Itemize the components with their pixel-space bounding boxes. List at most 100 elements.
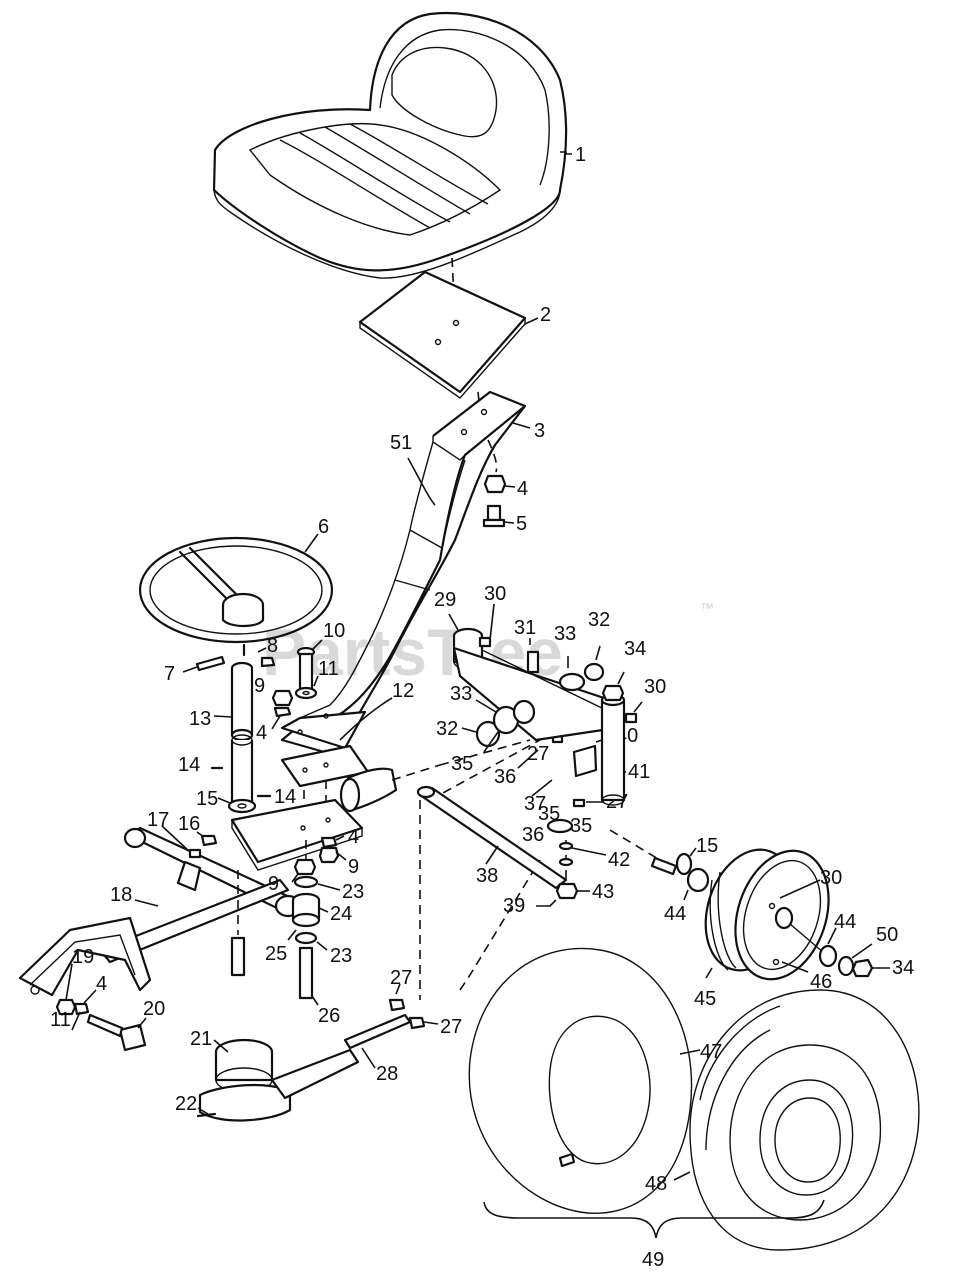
- callout-10: 10: [323, 620, 345, 642]
- part-nut-9-b[interactable]: [293, 858, 317, 876]
- part-washer-15[interactable]: [227, 798, 257, 814]
- part-seat-support[interactable]: [280, 390, 527, 757]
- part-nut-43[interactable]: [555, 882, 579, 900]
- part-ball-joint-a[interactable]: [388, 998, 406, 1012]
- part-washer-42[interactable]: [558, 841, 574, 867]
- callout-31: 31: [514, 617, 536, 639]
- callout-4-c: 4: [96, 973, 107, 995]
- part-bearing-44-b[interactable]: [818, 944, 838, 968]
- callout-46: 46: [810, 971, 832, 993]
- callout-32-b: 32: [436, 718, 458, 740]
- part-roll-pin[interactable]: [195, 655, 226, 672]
- callout-19: 19: [72, 946, 94, 968]
- callout-4-d: 4: [348, 826, 359, 848]
- part-nut-upper[interactable]: [483, 474, 507, 494]
- callout-2: 2: [540, 304, 551, 326]
- callout-48: 48: [645, 1173, 667, 1195]
- callout-44-b: 44: [834, 911, 856, 933]
- callout-23-a: 23: [342, 881, 364, 903]
- part-washer-32-a[interactable]: [583, 662, 605, 682]
- callout-30-c: 30: [820, 867, 842, 889]
- part-washer-50[interactable]: [837, 955, 855, 977]
- callout-29: 29: [434, 589, 456, 611]
- part-steering-support[interactable]: [230, 767, 398, 871]
- callout-12: 12: [392, 680, 414, 702]
- callout-6: 6: [318, 516, 329, 538]
- part-nut-9[interactable]: [271, 689, 294, 707]
- callout-15-a: 15: [196, 788, 218, 810]
- callout-15-b: 15: [696, 835, 718, 857]
- callout-28: 28: [376, 1063, 398, 1085]
- part-washer-15-b[interactable]: [675, 852, 693, 876]
- callout-43: 43: [592, 881, 614, 903]
- callout-13: 13: [189, 708, 211, 730]
- callout-34-a: 34: [624, 638, 646, 660]
- callout-24: 24: [330, 903, 352, 925]
- callout-35-b: 35: [538, 803, 560, 825]
- callout-1: 1: [575, 144, 586, 166]
- callout-33-b: 33: [450, 683, 472, 705]
- callout-51: 51: [390, 432, 412, 454]
- callout-27-a: 27: [390, 967, 412, 989]
- callout-11-b: 11: [50, 1009, 71, 1031]
- part-pin-26[interactable]: [298, 946, 314, 1000]
- callout-9-c: 9: [348, 856, 359, 878]
- part-bearing-44-a[interactable]: [686, 867, 710, 893]
- callout-9-b: 9: [268, 873, 279, 895]
- part-bolt-10[interactable]: [296, 646, 316, 692]
- part-bolt-upper[interactable]: [482, 504, 506, 528]
- callout-34-b: 34: [892, 957, 914, 979]
- callout-30-b: 30: [644, 676, 666, 698]
- callout-35-c: 35: [570, 815, 592, 837]
- part-seat[interactable]: [212, 12, 568, 279]
- part-spindle-plate[interactable]: [572, 744, 598, 778]
- part-ball-joint-b[interactable]: [408, 1016, 426, 1030]
- part-steering-wheel[interactable]: [138, 536, 334, 644]
- part-inner-tube[interactable]: [468, 947, 693, 1214]
- part-bushing-36[interactable]: [546, 818, 574, 834]
- callout-49: 49: [642, 1249, 664, 1271]
- part-axle-pivot[interactable]: [452, 627, 626, 806]
- part-washer-33-b[interactable]: [492, 699, 536, 735]
- callout-36-a: 36: [494, 766, 516, 788]
- callout-35-a: 35: [451, 753, 473, 775]
- callout-38: 38: [476, 865, 498, 887]
- callout-37: 37: [524, 793, 546, 815]
- part-seat-plate[interactable]: [358, 270, 527, 399]
- callout-30-a: 30: [484, 583, 506, 605]
- part-nut-34-b[interactable]: [851, 958, 874, 978]
- callout-42: 42: [608, 849, 630, 871]
- callout-16: 16: [178, 813, 200, 835]
- part-drag-link[interactable]: [343, 1013, 412, 1050]
- part-front-bracket[interactable]: [18, 916, 152, 997]
- part-washer-33-a[interactable]: [558, 672, 586, 692]
- part-spindle-pin[interactable]: [230, 936, 246, 977]
- callout-41: 41: [628, 761, 650, 783]
- callout-26: 26: [318, 1005, 340, 1027]
- part-nut-19[interactable]: [55, 998, 77, 1016]
- part-bushing-24[interactable]: [291, 892, 321, 928]
- callout-4-b: 4: [256, 722, 267, 744]
- callout-22: 22: [175, 1093, 197, 1115]
- part-washer-23-b[interactable]: [294, 931, 318, 945]
- callout-4-a: 4: [517, 478, 528, 500]
- callout-7: 7: [164, 663, 175, 685]
- part-nut-9-c[interactable]: [318, 846, 340, 864]
- part-washer-11[interactable]: [294, 686, 318, 700]
- part-steering-shaft[interactable]: [230, 661, 254, 812]
- part-spindle-21[interactable]: [198, 1038, 360, 1122]
- part-tie-rod[interactable]: [416, 785, 568, 890]
- part-washer-23-a[interactable]: [293, 875, 319, 889]
- callout-3: 3: [534, 420, 545, 442]
- part-bolt-20[interactable]: [86, 1013, 147, 1052]
- callout-32-a: 32: [588, 609, 610, 631]
- callout-25: 25: [265, 943, 287, 965]
- watermark-trademark: ™: [700, 600, 714, 616]
- callout-17: 17: [147, 809, 169, 831]
- part-tire[interactable]: [689, 989, 920, 1251]
- callout-14-b: 14: [274, 786, 296, 808]
- part-nut-34-a[interactable]: [601, 684, 625, 702]
- callout-44-a: 44: [664, 903, 686, 925]
- part-wheel-rim[interactable]: [691, 838, 844, 991]
